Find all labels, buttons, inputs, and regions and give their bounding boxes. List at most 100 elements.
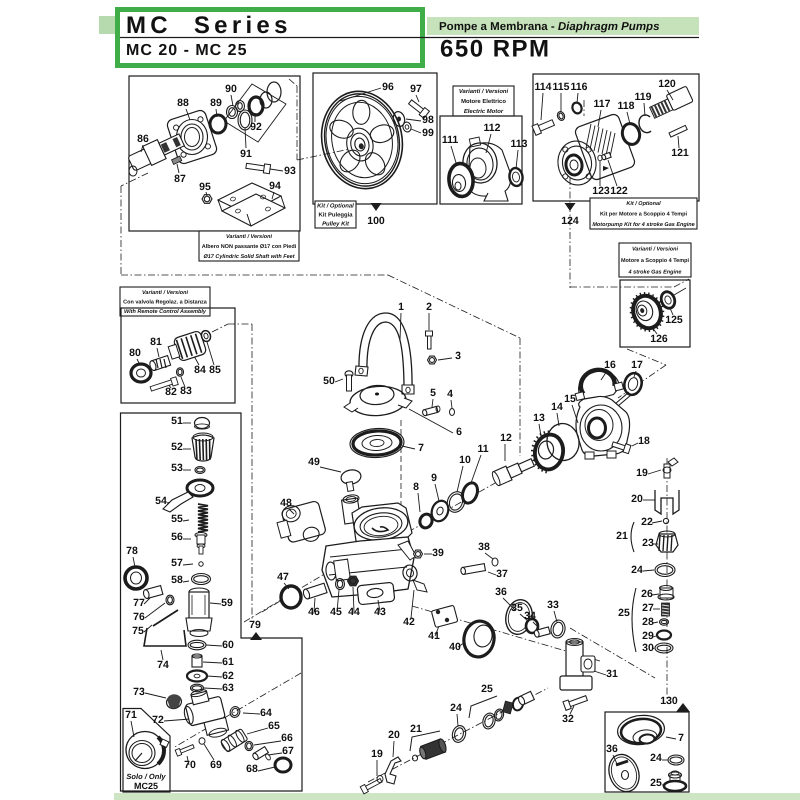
svg-text:Con valvola Regolaz. a Distanz: Con valvola Regolaz. a Distanza: [123, 299, 208, 305]
svg-text:23: 23: [642, 537, 654, 549]
svg-text:11: 11: [477, 443, 488, 455]
svg-text:90: 90: [225, 83, 237, 95]
svg-text:Kit per Motore a Scoppio 4 Tem: Kit per Motore a Scoppio 4 Tempi: [600, 211, 687, 217]
svg-text:1: 1: [398, 301, 404, 313]
svg-text:30: 30: [642, 642, 654, 654]
svg-text:58: 58: [171, 574, 183, 586]
svg-text:70: 70: [184, 759, 196, 771]
svg-text:27: 27: [642, 602, 654, 614]
svg-text:33: 33: [547, 599, 559, 611]
svg-text:117: 117: [594, 98, 611, 110]
svg-text:50: 50: [323, 375, 335, 387]
svg-text:21: 21: [616, 530, 628, 542]
svg-text:7: 7: [678, 732, 684, 744]
svg-text:111: 111: [442, 134, 459, 146]
svg-text:52: 52: [171, 441, 183, 453]
svg-text:18: 18: [638, 435, 650, 447]
svg-text:99: 99: [422, 127, 434, 139]
svg-text:7: 7: [418, 442, 424, 454]
svg-text:Pompe a Membrana - Diaphragm P: Pompe a Membrana - Diaphragm Pumps: [439, 21, 659, 33]
svg-text:121: 121: [671, 147, 689, 159]
svg-text:42: 42: [403, 616, 415, 628]
svg-text:63: 63: [222, 682, 234, 694]
svg-text:76: 76: [133, 611, 145, 623]
svg-text:57: 57: [171, 557, 183, 569]
svg-text:34: 34: [524, 610, 536, 622]
svg-text:87: 87: [174, 173, 186, 185]
svg-text:54: 54: [155, 495, 167, 507]
svg-text:73: 73: [133, 686, 145, 698]
svg-text:88: 88: [177, 97, 189, 109]
svg-text:67: 67: [282, 745, 294, 757]
svg-text:45: 45: [330, 606, 342, 618]
svg-text:82: 82: [165, 386, 177, 398]
svg-text:31: 31: [606, 668, 618, 680]
svg-text:39: 39: [432, 547, 444, 559]
svg-text:9: 9: [431, 472, 437, 484]
svg-text:55: 55: [171, 513, 183, 525]
svg-text:114: 114: [535, 81, 552, 93]
svg-text:115: 115: [553, 81, 570, 93]
svg-text:Varianti / Versioni: Varianti / Versioni: [142, 290, 189, 296]
svg-text:80: 80: [129, 347, 141, 359]
svg-text:126: 126: [650, 333, 668, 345]
svg-text:130: 130: [660, 695, 678, 707]
svg-text:53: 53: [171, 462, 183, 474]
svg-text:97: 97: [410, 83, 422, 95]
svg-text:24: 24: [450, 702, 462, 714]
svg-text:Varianti / Versioni: Varianti / Versioni: [632, 247, 679, 253]
svg-text:Kit / Optional: Kit / Optional: [317, 203, 354, 210]
svg-text:56: 56: [171, 531, 183, 543]
svg-text:48: 48: [280, 497, 292, 509]
svg-text:71: 71: [125, 709, 137, 721]
svg-text:84: 84: [194, 364, 206, 376]
svg-text:2: 2: [426, 301, 432, 313]
svg-text:41: 41: [428, 630, 440, 642]
svg-text:35: 35: [511, 602, 523, 614]
svg-text:5: 5: [430, 387, 436, 399]
svg-text:Kit / Optional: Kit / Optional: [626, 201, 661, 207]
svg-text:64: 64: [260, 707, 272, 719]
svg-text:29: 29: [642, 630, 654, 642]
svg-text:MC25: MC25: [134, 781, 158, 791]
svg-text:Motorpump Kit for 4 stroke Gas: Motorpump Kit for 4 stroke Gas Engine: [592, 222, 694, 228]
svg-text:19: 19: [636, 467, 648, 479]
svg-text:With Remote Control Assembly: With Remote Control Assembly: [124, 309, 207, 315]
svg-text:38: 38: [478, 541, 490, 553]
svg-text:25: 25: [481, 683, 493, 695]
svg-text:Motore Elettrico: Motore Elettrico: [461, 98, 506, 105]
svg-text:36: 36: [495, 586, 507, 598]
svg-text:13: 13: [533, 412, 545, 424]
svg-text:95: 95: [199, 181, 211, 193]
svg-text:Pulley Kit: Pulley Kit: [322, 221, 350, 228]
svg-text:10: 10: [459, 454, 471, 466]
svg-text:62: 62: [222, 670, 234, 682]
svg-text:118: 118: [618, 100, 635, 112]
svg-text:79: 79: [249, 619, 261, 631]
svg-text:Albero NON passante Ø17 con Pi: Albero NON passante Ø17 con Piedi: [202, 244, 297, 250]
svg-text:25: 25: [618, 607, 630, 619]
svg-text:MC 20 - MC 25: MC 20 - MC 25: [126, 42, 247, 59]
svg-text:100: 100: [367, 215, 385, 227]
svg-text:Varianti / Versioni: Varianti / Versioni: [226, 234, 273, 240]
svg-text:Varianti / Versioni: Varianti / Versioni: [459, 88, 509, 95]
svg-text:32: 32: [562, 713, 574, 725]
svg-text:81: 81: [150, 336, 162, 348]
svg-text:96: 96: [382, 81, 394, 93]
svg-text:98: 98: [422, 114, 434, 126]
svg-text:MC Series: MC Series: [126, 12, 292, 39]
svg-text:60: 60: [222, 639, 234, 651]
svg-text:28: 28: [642, 616, 654, 628]
svg-text:51: 51: [171, 415, 183, 427]
svg-text:36: 36: [606, 743, 618, 755]
svg-text:113: 113: [511, 138, 528, 150]
svg-text:116: 116: [571, 81, 588, 93]
svg-text:94: 94: [269, 180, 281, 192]
svg-text:59: 59: [221, 597, 233, 609]
svg-text:Solo / Only: Solo / Only: [126, 772, 166, 781]
svg-text:123: 123: [592, 185, 610, 197]
svg-text:66: 66: [281, 732, 293, 744]
svg-text:49: 49: [308, 456, 320, 468]
svg-text:24: 24: [650, 752, 662, 764]
svg-text:91: 91: [240, 148, 252, 160]
